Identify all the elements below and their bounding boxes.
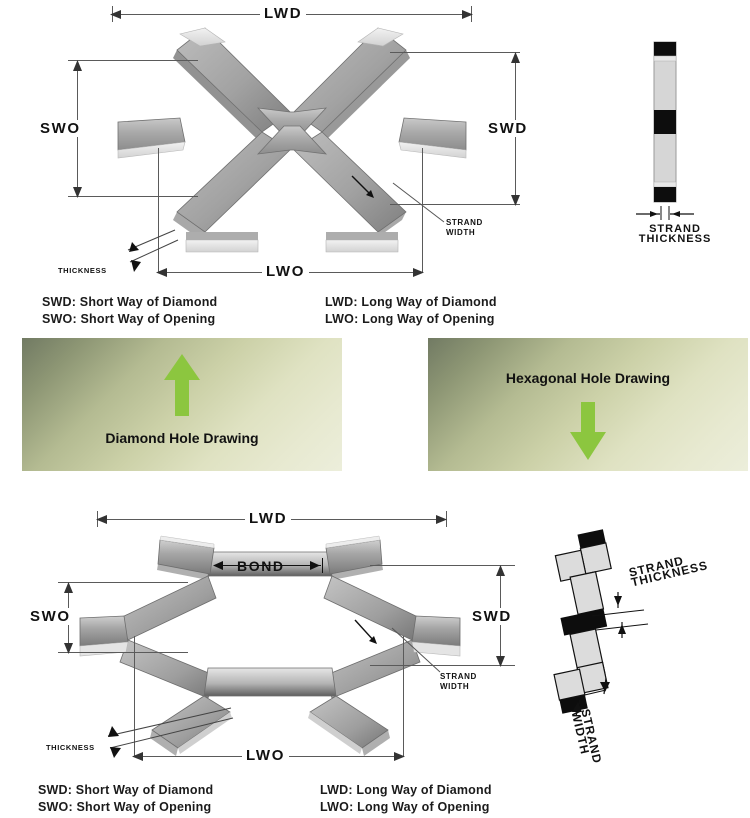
swo-label-hex: SWO (26, 608, 75, 625)
thickness-leader-lines-hex (107, 707, 234, 758)
strand-width-pointer-arrow (351, 175, 374, 198)
swd-label: SWD (484, 120, 532, 137)
swd-label-hex: SWD (468, 608, 516, 625)
tilted-strand-shape (553, 529, 649, 717)
arrow-up-icon (164, 354, 200, 416)
hexagonal-mesh-drawing (79, 535, 461, 756)
lwo-label-hex: LWO (242, 747, 289, 764)
strand-thickness-label-line1: STRAND (649, 223, 701, 235)
lwd-label-hex: LWD (245, 510, 292, 527)
strand-width-label-hex-line2: WIDTH (440, 682, 470, 691)
legend-swd-bottom: SWD: Short Way of Diamond (38, 783, 214, 797)
legend-swd: SWD: Short Way of Diamond (42, 295, 218, 309)
mesh-strands (117, 27, 467, 253)
legend-swo: SWO: Short Way of Opening (42, 312, 216, 326)
strand-width-label-hex-line1: STRAND (440, 672, 477, 681)
thickness-leader-lines (127, 229, 179, 272)
thickness-label: THICKNESS (58, 266, 107, 275)
strand-width-pointer-arrow-hex (354, 619, 377, 644)
diamond-banner-label: Diamond Hole Drawing (105, 430, 259, 446)
diamond-mesh-drawing (117, 27, 467, 253)
diamond-hole-diagram: LWD SWO SWD LWO THICKNESS (0, 0, 750, 290)
legend-bottom-right: LWD: Long Way of Diamond LWO: Long Way o… (320, 782, 492, 816)
legend-lwd-bottom: LWD: Long Way of Diamond (320, 783, 492, 797)
strand-width-label-line1: STRAND (446, 218, 483, 227)
strand-thickness-side-view-diamond: STRAND THICKNESS (600, 20, 750, 270)
legend-bottom: SWD: Short Way of Diamond SWO: Short Way… (38, 782, 213, 816)
legend-lwo-bottom: LWO: Long Way of Opening (320, 800, 490, 814)
arrow-down-icon (570, 402, 606, 460)
legend-lwd: LWD: Long Way of Diamond (325, 295, 497, 309)
hexagonal-hole-diagram: LWD BOND SWO SWD LWO (0, 500, 750, 780)
hexagonal-hole-banner: Hexagonal Hole Drawing (428, 338, 748, 471)
strand-width-callout-hex: STRAND WIDTH (440, 672, 477, 692)
swo-label: SWO (36, 120, 85, 137)
strand-thickness-bar (636, 41, 694, 220)
lwd-label: LWD (260, 5, 307, 22)
strand-width-callout-diamond: STRAND WIDTH (446, 218, 483, 238)
strand-thickness-label-line2: THICKNESS (638, 233, 712, 245)
strand-width-leader (392, 182, 445, 223)
strand-width-label-line2: WIDTH (446, 228, 476, 237)
strand-side-view-hex: STRAND THICKNESS STRAND WIDTH (540, 520, 750, 770)
lwo-label: LWO (262, 263, 309, 280)
legend-top: SWD: Short Way of Diamond SWO: Short Way… (42, 294, 217, 328)
thickness-label-hex: THICKNESS (46, 743, 95, 752)
legend-lwo: LWO: Long Way of Opening (325, 312, 495, 326)
bond-label: BOND (237, 558, 285, 574)
legend-top-right: LWD: Long Way of Diamond LWO: Long Way o… (325, 294, 497, 328)
hexagonal-banner-label: Hexagonal Hole Drawing (505, 370, 671, 386)
legend-swo-bottom: SWO: Short Way of Opening (38, 800, 212, 814)
diamond-hole-banner: Diamond Hole Drawing (22, 338, 342, 471)
strand-width-leader-hex (391, 627, 441, 673)
